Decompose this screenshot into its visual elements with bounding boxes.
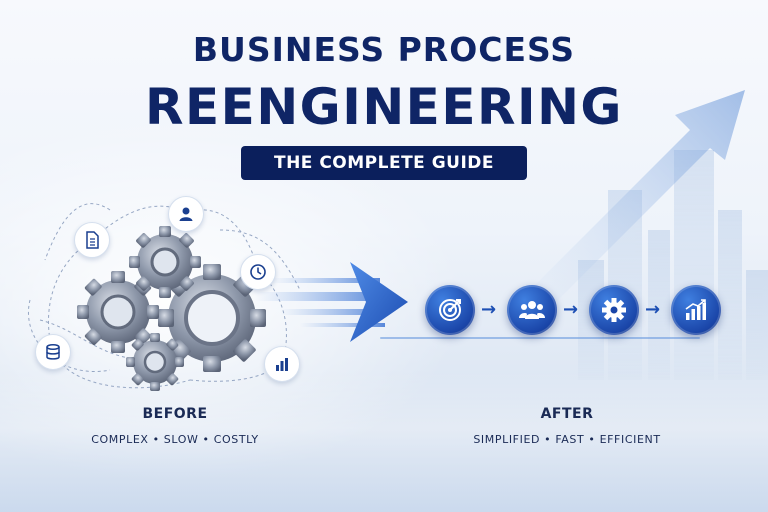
step-target — [425, 285, 475, 335]
step-arrow-3: → — [645, 299, 661, 320]
step-arrow-1: → — [481, 299, 497, 320]
before-label: BEFORE — [142, 406, 208, 422]
database-icon — [35, 334, 71, 370]
growth-chart-icon — [685, 299, 706, 320]
team-icon — [519, 301, 545, 319]
page-title-line2: REENGINEERING — [145, 78, 623, 136]
gear-icon — [602, 298, 626, 322]
document-icon — [74, 222, 110, 258]
gear-medium — [77, 271, 159, 353]
subtitle-badge: THE COMPLETE GUIDE — [241, 146, 527, 180]
clock-icon — [240, 254, 276, 290]
gear-bottom — [126, 333, 184, 391]
bar-chart-icon — [264, 346, 300, 382]
after-label: AFTER — [540, 406, 594, 422]
step-growth — [671, 285, 721, 335]
user-icon — [168, 196, 204, 232]
before-descriptor: COMPLEX • SLOW • COSTLY — [91, 433, 259, 446]
floor-reflection — [0, 372, 768, 512]
step-team — [507, 285, 557, 335]
gear-top — [129, 226, 201, 298]
step-arrow-2: → — [563, 299, 579, 320]
target-icon — [439, 299, 461, 321]
step-gear — [589, 285, 639, 335]
after-descriptor: SIMPLIFIED • FAST • EFFICIENT — [473, 433, 661, 446]
page-title-line1: BUSINESS PROCESS — [192, 30, 576, 69]
